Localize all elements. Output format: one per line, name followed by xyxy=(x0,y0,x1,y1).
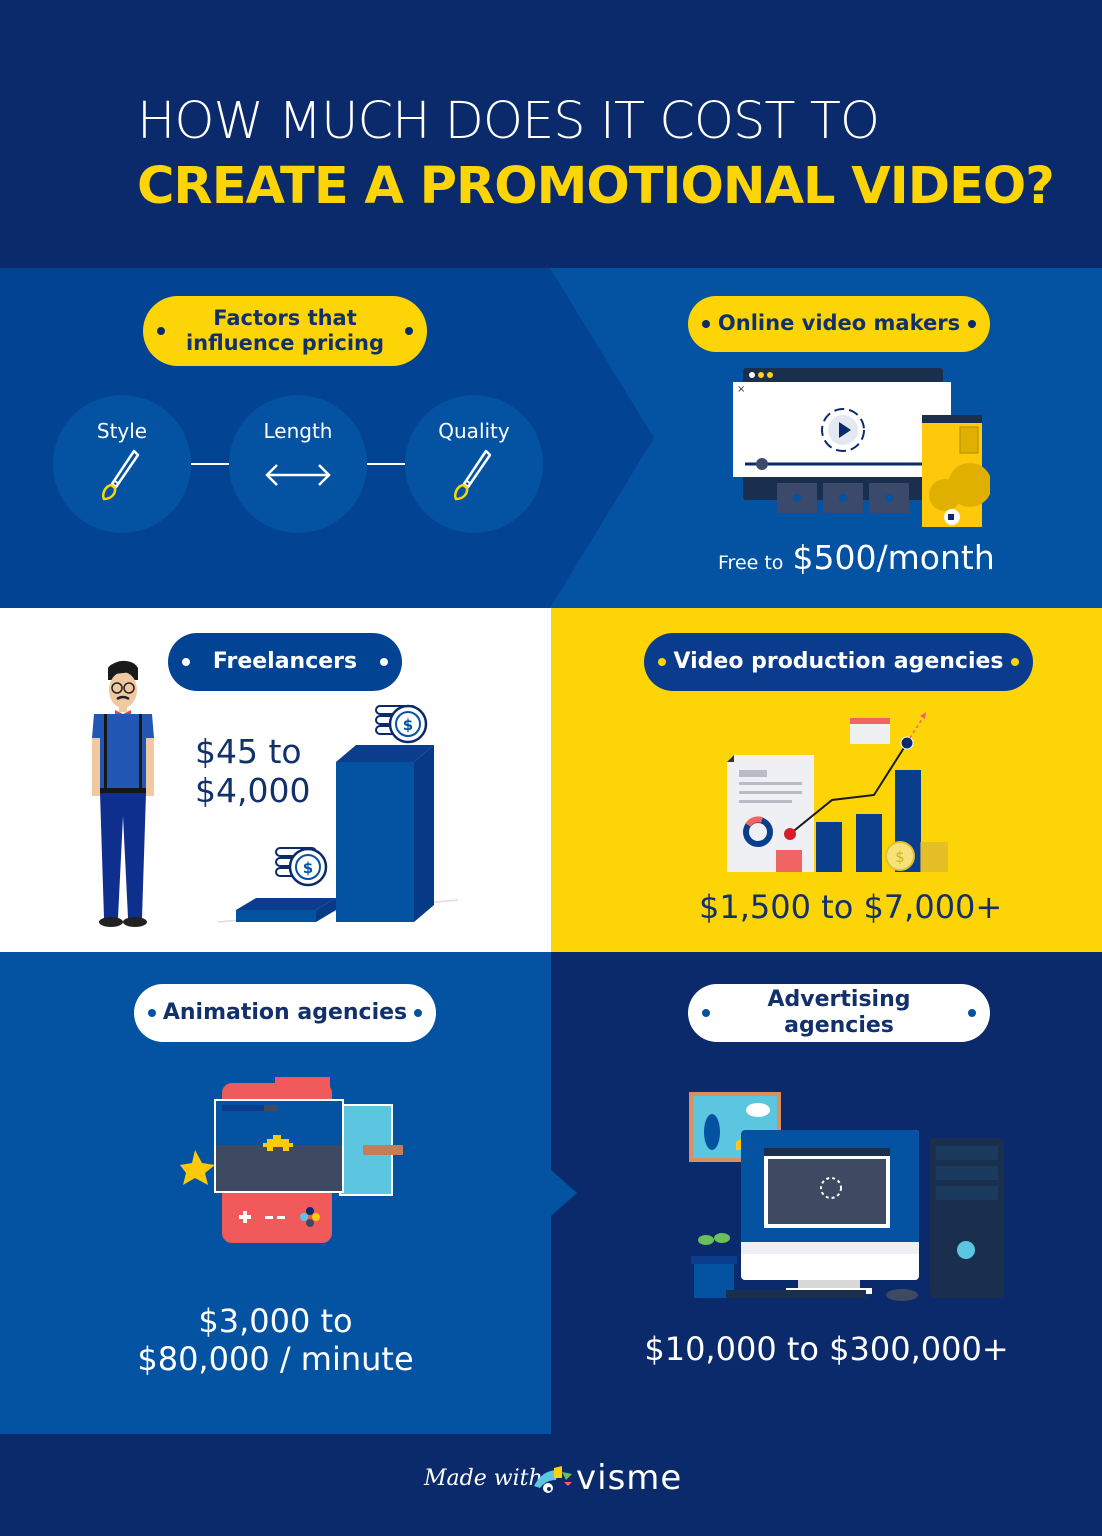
factor-connector xyxy=(191,463,231,465)
online-video-makers-pill: Online video makers xyxy=(688,296,990,352)
animation-agencies-price-line-2: $80,000 / minute xyxy=(137,1340,414,1378)
freelancers-price-line-2: $4,000 xyxy=(195,771,311,810)
desktop-computer-icon xyxy=(689,1092,1004,1301)
freelancers-pill: Freelancers xyxy=(168,633,402,691)
pill-dot xyxy=(405,327,413,335)
pill-dot xyxy=(1011,658,1019,666)
freelancers-price: $45 to $4,000 xyxy=(195,732,310,810)
animation-agencies-title: Animation agencies xyxy=(162,999,408,1025)
page-title-line-2: CREATE A PROMOTIONAL VIDEO? xyxy=(137,157,1055,216)
factors-pill-line-2: influence pricing xyxy=(185,331,385,355)
animation-agencies-price-line-1: $3,000 to xyxy=(198,1302,353,1340)
svg-text:$: $ xyxy=(403,716,413,734)
online-video-makers-price: Free to $500/month xyxy=(718,538,995,577)
pill-dot xyxy=(658,658,666,666)
paintbrush-icon xyxy=(454,449,492,501)
growth-chart-icon: $ xyxy=(727,712,948,872)
svg-text:$: $ xyxy=(895,848,905,866)
page-title-line-1: HOW MUCH DOES IT COST TO xyxy=(137,92,880,151)
header xyxy=(0,0,1102,268)
video-production-pill: Video production agencies xyxy=(644,633,1033,691)
pill-dot xyxy=(968,320,976,328)
animation-agencies-pill: Animation agencies xyxy=(134,984,436,1042)
paintbrush-icon xyxy=(102,449,140,501)
online-video-makers-price-value: $500/month xyxy=(792,538,995,577)
advertising-agencies-pill: Advertising agencies xyxy=(688,984,990,1042)
double-arrow-icon xyxy=(265,464,331,486)
factor-style-label: Style xyxy=(96,419,148,443)
svg-text:$: $ xyxy=(303,859,313,877)
video-production-title: Video production agencies xyxy=(673,648,1004,674)
factors-pill: Factors that influence pricing xyxy=(143,296,427,366)
video-editor-window-icon: × xyxy=(733,368,990,527)
online-video-makers-title: Online video makers xyxy=(717,311,961,336)
pill-dot xyxy=(148,1009,156,1017)
coin-stack-icon: $ xyxy=(275,847,328,887)
pill-dot xyxy=(968,1009,976,1017)
coin-stack-icon: $ xyxy=(375,704,428,744)
freelancer-person-icon xyxy=(92,660,154,927)
pill-dot xyxy=(414,1009,422,1017)
factor-quality: Quality xyxy=(405,395,543,533)
freelancers-title: Freelancers xyxy=(212,648,358,674)
video-production-price: $1,500 to $7,000+ xyxy=(699,888,1003,926)
freelancers-price-line-1: $45 to xyxy=(195,732,302,771)
animation-agencies-price: $3,000 to $80,000 / minute xyxy=(0,1302,551,1378)
factor-length: Length xyxy=(229,395,367,533)
online-video-makers-price-prefix: Free to xyxy=(718,552,784,574)
pill-dot xyxy=(380,658,388,666)
advertising-agencies-price: $10,000 to $300,000+ xyxy=(644,1330,1009,1368)
advertising-agencies-title: Advertising agencies xyxy=(767,986,911,1038)
svg-text:×: × xyxy=(737,384,745,395)
visme-logo-icon[interactable] xyxy=(532,1464,574,1496)
pill-dot xyxy=(702,1009,710,1017)
pill-dot xyxy=(157,327,165,335)
factor-length-label: Length xyxy=(263,419,333,443)
game-console-icon xyxy=(180,1077,403,1243)
visme-brand[interactable]: visme xyxy=(576,1458,683,1498)
factor-quality-label: Quality xyxy=(438,419,510,443)
factor-style: Style xyxy=(53,395,191,533)
made-with-label: Made with xyxy=(424,1466,543,1491)
factors-pill-line-1: Factors that xyxy=(213,305,357,330)
pill-dot xyxy=(182,658,190,666)
coin-bar-chart-icon: $ $ xyxy=(218,704,458,923)
factor-connector xyxy=(367,463,407,465)
pill-dot xyxy=(702,320,710,328)
